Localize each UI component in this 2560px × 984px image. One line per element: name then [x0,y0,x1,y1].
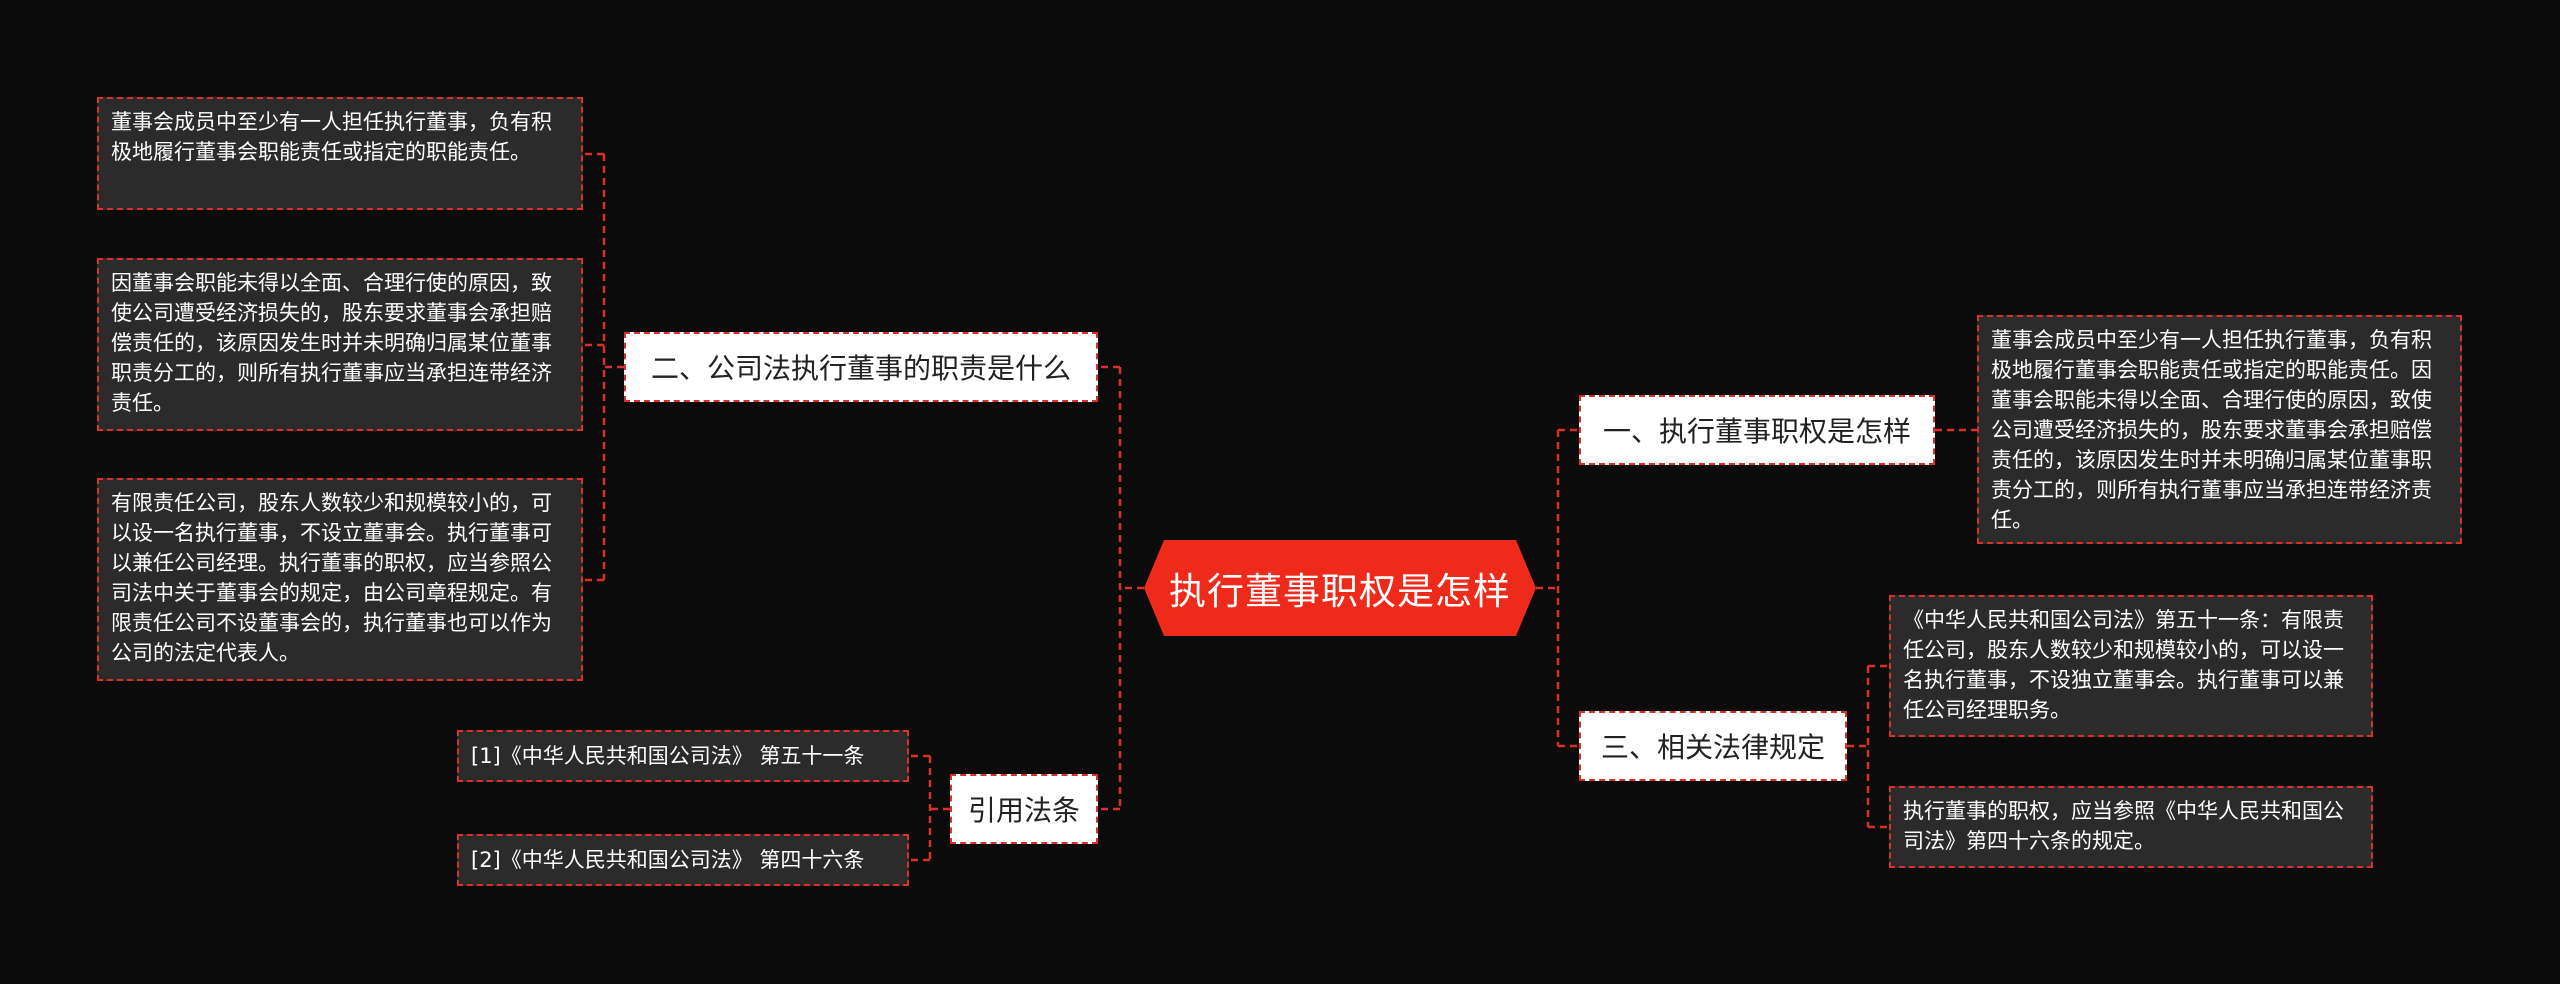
leaf-citation-2[interactable]: [2]《中华人民共和国公司法》 第四十六条 [457,834,909,886]
leaf-law-2[interactable]: 执行董事的职权，应当参照《中华人民共和国公司法》第四十六条的规定。 [1889,786,2373,868]
branch-label: 一、执行董事职权是怎样 [1602,415,1911,448]
connector-law-leaves [1847,664,1889,829]
connector-duty-leaves [583,152,624,582]
leaf-powers-1[interactable]: 董事会成员中至少有一人担任执行董事，负有积极地履行董事会职能责任或指定的职能责任… [1977,315,2462,544]
leaf-text: 有限责任公司，股东人数较少和规模较小的，可以设一名执行董事，不设立董事会。执行董… [111,491,552,665]
connector-root-left [1098,365,1144,811]
branch-cited-statutes[interactable]: 引用法条 [950,774,1098,844]
root-topic-label: 执行董事职权是怎样 [1169,570,1511,613]
branch-executive-director-duties[interactable]: 二、公司法执行董事的职责是什么 [624,332,1098,402]
leaf-duty-1[interactable]: 董事会成员中至少有一人担任执行董事，负有积极地履行董事会职能责任或指定的职能责任… [97,97,583,210]
branch-label: 引用法条 [967,794,1080,827]
leaf-text: 《中华人民共和国公司法》第五十一条：有限责任公司，股东人数较少和规模较小的，可以… [1903,608,2344,722]
leaf-text: 执行董事的职权，应当参照《中华人民共和国公司法》第四十六条的规定。 [1903,799,2344,853]
leaf-citation-1[interactable]: [1]《中华人民共和国公司法》 第五十一条 [457,730,909,782]
branch-label: 二、公司法执行董事的职责是什么 [650,352,1071,385]
root-topic[interactable]: 执行董事职权是怎样 [1144,540,1536,636]
leaf-text: 董事会成员中至少有一人担任执行董事，负有积极地履行董事会职能责任或指定的职能责任… [111,110,552,164]
connector-root-right [1536,428,1579,748]
leaf-duty-3[interactable]: 有限责任公司，股东人数较少和规模较小的，可以设一名执行董事，不设立董事会。执行董… [97,478,583,681]
branch-related-laws[interactable]: 三、相关法律规定 [1579,711,1847,781]
branch-label: 三、相关法律规定 [1600,731,1825,764]
leaf-law-1[interactable]: 《中华人民共和国公司法》第五十一条：有限责任公司，股东人数较少和规模较小的，可以… [1889,595,2373,737]
leaf-text: 因董事会职能未得以全面、合理行使的原因，致使公司遭受经济损失的，股东要求董事会承… [111,271,552,415]
leaf-duty-2[interactable]: 因董事会职能未得以全面、合理行使的原因，致使公司遭受经济损失的，股东要求董事会承… [97,258,583,431]
branch-executive-director-powers[interactable]: 一、执行董事职权是怎样 [1579,395,1935,465]
leaf-text: [1]《中华人民共和国公司法》 第五十一条 [471,744,865,768]
connector-citation-leaves [909,754,950,862]
leaf-text: [2]《中华人民共和国公司法》 第四十六条 [471,848,865,872]
leaf-text: 董事会成员中至少有一人担任执行董事，负有积极地履行董事会职能责任或指定的职能责任… [1991,328,2432,532]
